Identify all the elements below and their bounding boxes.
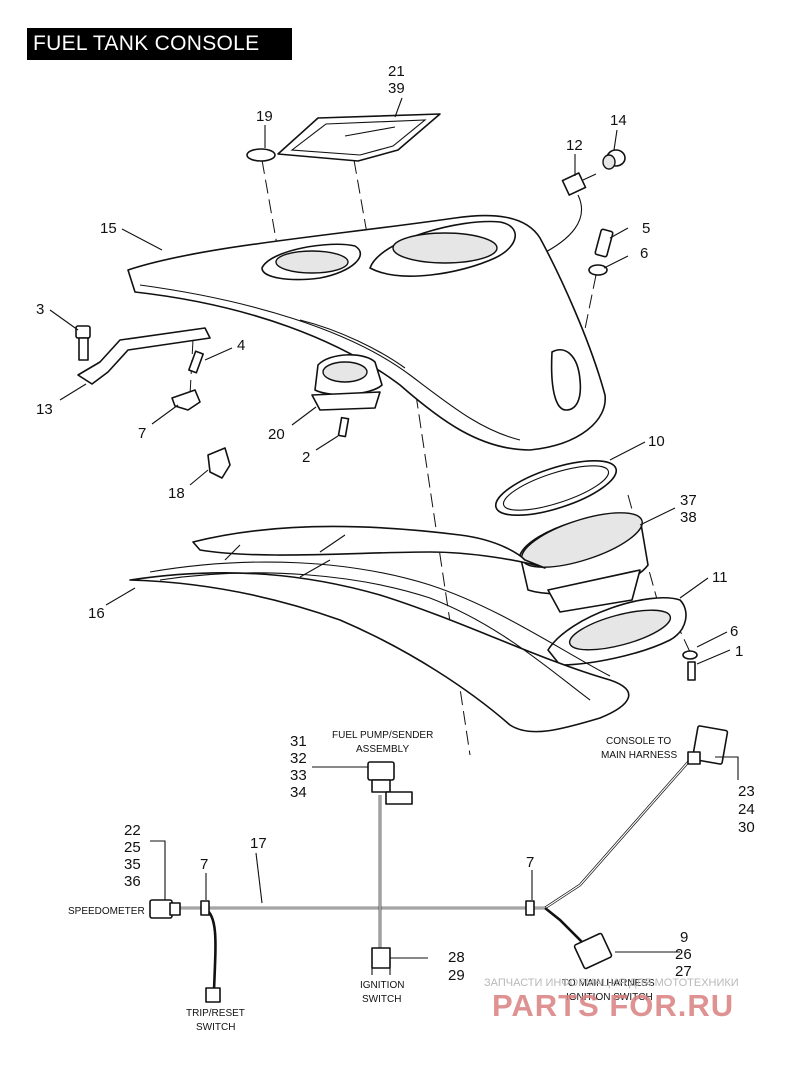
watermark-line-1: ЗАПЧАСТИ ИНФОРМАЦИЯ ДЛЯ МОТОТЕХНИКИ — [484, 977, 739, 989]
speedometer-37-38 — [519, 512, 649, 613]
callout-28: 28 — [448, 949, 465, 966]
callout-19: 19 — [256, 108, 273, 125]
fuel-gauge-20 — [311, 354, 383, 411]
console-caption-1: CONSOLE TO — [606, 736, 671, 747]
callout-7: 7 — [138, 425, 146, 442]
watermark: ЗАПЧАСТИ ИНФОРМАЦИЯ ДЛЯ МОТОТЕХНИКИ PART… — [484, 977, 739, 1023]
bolt-3 — [75, 325, 91, 361]
callout-2: 2 — [302, 449, 310, 466]
callout-37: 37 — [680, 492, 697, 509]
fuel-pump-caption-1: FUEL PUMP/SENDER — [332, 730, 433, 741]
washer-6 — [682, 650, 698, 660]
callout-numbers: 21 39 19 14 12 15 5 6 3 4 13 7 20 2 10 1… — [36, 63, 755, 984]
callout-33: 33 — [290, 767, 307, 784]
speedometer-caption: SPEEDOMETER — [68, 906, 145, 917]
callout-3: 3 — [36, 301, 44, 318]
callout-27: 27 — [675, 963, 692, 980]
callout-39: 39 — [388, 80, 405, 97]
callout-16: 16 — [88, 605, 105, 622]
callout-22: 22 — [124, 822, 141, 839]
callout-13: 13 — [36, 401, 53, 418]
screw-5 — [588, 228, 614, 276]
main-caption-2: IGNITION SWITCH — [566, 992, 653, 1003]
reset-switch-12 — [539, 172, 597, 256]
mount-bracket-11 — [547, 596, 687, 666]
callout-21: 21 — [388, 63, 405, 80]
callout-15: 15 — [100, 220, 117, 237]
trip-caption-2: SWITCH — [196, 1022, 235, 1033]
bracket-13 — [77, 327, 211, 385]
callout-30: 30 — [738, 819, 755, 836]
callout-7c: 7 — [526, 854, 534, 871]
callout-11: 11 — [712, 569, 728, 586]
console-caption-2: MAIN HARNESS — [601, 750, 677, 761]
callout-1: 1 — [735, 643, 743, 660]
ignition-caption-1: IGNITION — [360, 980, 404, 991]
callout-6b: 6 — [730, 623, 738, 640]
title-bar: FUEL TANK CONSOLE — [27, 28, 292, 60]
cap-14 — [602, 149, 626, 170]
callout-5: 5 — [642, 220, 650, 237]
clip-7 — [171, 389, 201, 411]
callout-14: 14 — [610, 112, 627, 129]
callout-20: 20 — [268, 426, 285, 443]
callout-26: 26 — [675, 946, 692, 963]
watermark-line-2: PARTS FOR.RU — [492, 988, 734, 1023]
callout-29: 29 — [448, 967, 465, 984]
console-base-16 — [129, 525, 630, 733]
screw-4 — [188, 350, 204, 374]
speedo-ring-10 — [494, 459, 618, 517]
callout-24: 24 — [738, 801, 755, 818]
page-title: FUEL TANK CONSOLE — [33, 32, 260, 55]
callout-18: 18 — [168, 485, 185, 502]
callout-31: 31 — [290, 733, 307, 750]
screw-2 — [337, 416, 350, 438]
callout-17: 17 — [250, 835, 267, 852]
gasket-19 — [246, 148, 276, 162]
callout-12: 12 — [566, 137, 583, 154]
callout-36: 36 — [124, 873, 141, 890]
leader-lines — [49, 97, 739, 959]
trip-caption-1: TRIP/RESET — [186, 1008, 245, 1019]
callout-6: 6 — [640, 245, 648, 262]
console-top-15 — [127, 214, 606, 451]
callout-34: 34 — [290, 784, 307, 801]
callout-23: 23 — [738, 783, 755, 800]
clip-18 — [207, 447, 231, 479]
callout-9: 9 — [680, 929, 688, 946]
fuel-pump-caption-2: ASSEMBLY — [356, 744, 409, 755]
callout-10: 10 — [648, 433, 665, 450]
callout-38: 38 — [680, 509, 697, 526]
callout-35: 35 — [124, 856, 141, 873]
wiring-harness-17 — [149, 725, 729, 1003]
main-caption-1: TO MAIN HARNESS — [562, 978, 655, 989]
ignition-caption-2: SWITCH — [362, 994, 401, 1005]
captions: FUEL PUMP/SENDER ASSEMBLY CONSOLE TO MAI… — [68, 730, 677, 1033]
callout-7b: 7 — [200, 856, 208, 873]
callout-4: 4 — [237, 337, 245, 354]
screw-1 — [687, 661, 696, 681]
callout-32: 32 — [290, 750, 307, 767]
callout-25: 25 — [124, 839, 141, 856]
decal-plate — [277, 113, 441, 162]
